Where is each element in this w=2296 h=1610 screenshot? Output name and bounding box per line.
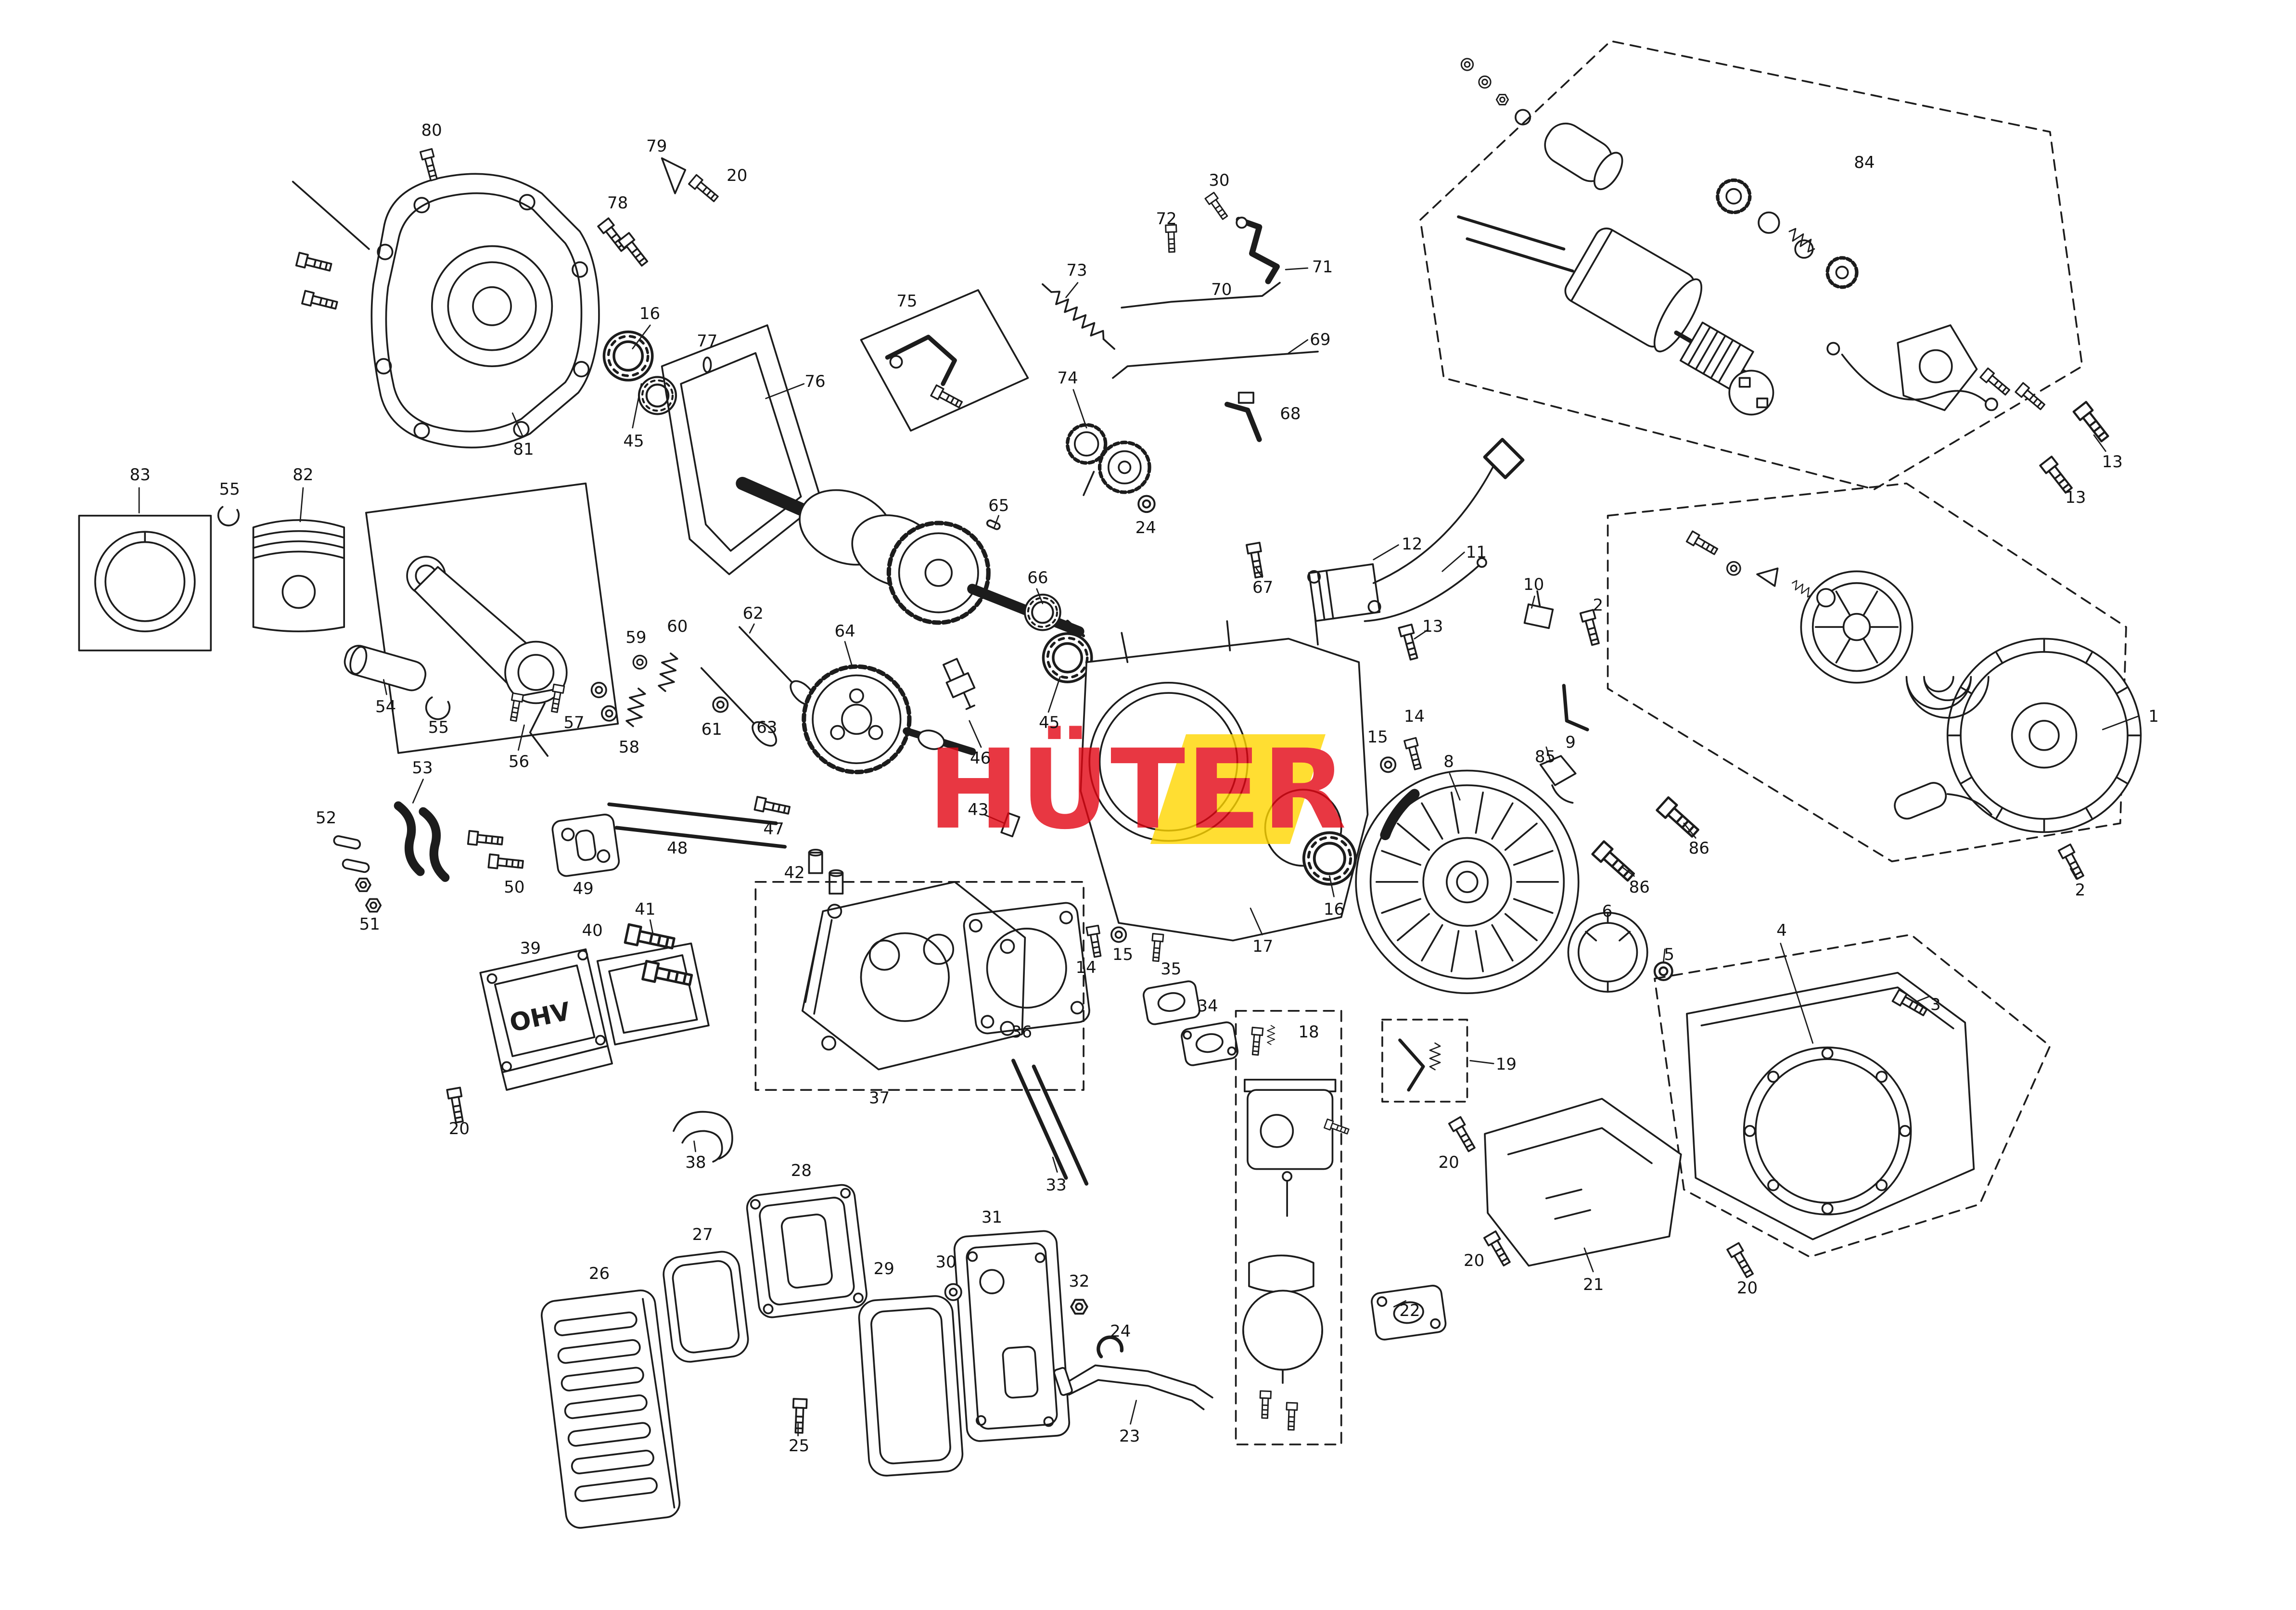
piston-pin — [344, 645, 427, 691]
crankcase-cover-group — [295, 148, 823, 575]
starter-solenoid — [1544, 122, 1623, 191]
recoil-spring-spiral — [1905, 676, 1990, 719]
rocker-arm — [419, 807, 450, 882]
recoil-housing — [1946, 638, 2142, 833]
leader-lines — [138, 267, 2139, 1437]
air-filter-cover — [540, 1289, 681, 1529]
plug-cap — [1483, 438, 1525, 479]
control-lever-group — [1381, 1019, 1468, 1103]
side-cover-gasket — [661, 324, 823, 575]
ignition-group — [1246, 438, 1603, 662]
valve-63 — [752, 721, 778, 747]
bearing-16 — [604, 332, 652, 380]
carburetor-float — [1248, 1254, 1314, 1293]
clip-79 — [661, 157, 687, 194]
crankshaft-group — [736, 477, 1092, 682]
valvetrain-group — [333, 626, 1020, 913]
bearing-45 — [639, 377, 676, 414]
ring-set-box — [78, 514, 212, 652]
filter-gasket — [858, 1295, 964, 1477]
fan-cover — [1686, 971, 1975, 1240]
intake-gaskets-group — [1142, 980, 1239, 1066]
governor-spring — [1042, 283, 1115, 350]
guide-plate — [551, 814, 620, 877]
starter-motor-body — [1564, 227, 1703, 353]
governor-linkage-group — [860, 192, 1319, 512]
cylinder-head — [801, 881, 1026, 1071]
filter-element — [663, 1251, 749, 1363]
head-gasket — [963, 902, 1090, 1035]
frame-line — [292, 180, 370, 250]
piston-rod-group — [78, 482, 619, 757]
carburetor-group — [1235, 1009, 1351, 1445]
recoil-starter-group — [1607, 482, 2142, 882]
valve-cover-group: OHV — [479, 924, 710, 1091]
spark-plug — [943, 658, 976, 710]
filter-plate — [746, 1184, 867, 1318]
camshaft-group — [802, 519, 1001, 775]
carburetor-body — [1247, 1089, 1334, 1170]
starter-cup — [1567, 911, 1648, 993]
cylinder-head-group — [754, 881, 1127, 1186]
ignition-coil — [1307, 563, 1381, 622]
starter-motor-group — [1419, 40, 2111, 495]
filter-backplate — [953, 1230, 1071, 1442]
carb-gasket-group — [1371, 1285, 1447, 1341]
rocker-arm — [394, 801, 425, 876]
breather-pipes-group — [446, 1086, 1213, 1410]
recoil-handle — [1894, 782, 1947, 820]
heat-shield-group — [1448, 1098, 1757, 1280]
air-filter-group — [540, 1184, 1087, 1529]
fan-cover-group — [1654, 933, 2051, 1258]
flywheel-group — [1355, 684, 1701, 995]
starter-armature — [1674, 321, 1761, 391]
